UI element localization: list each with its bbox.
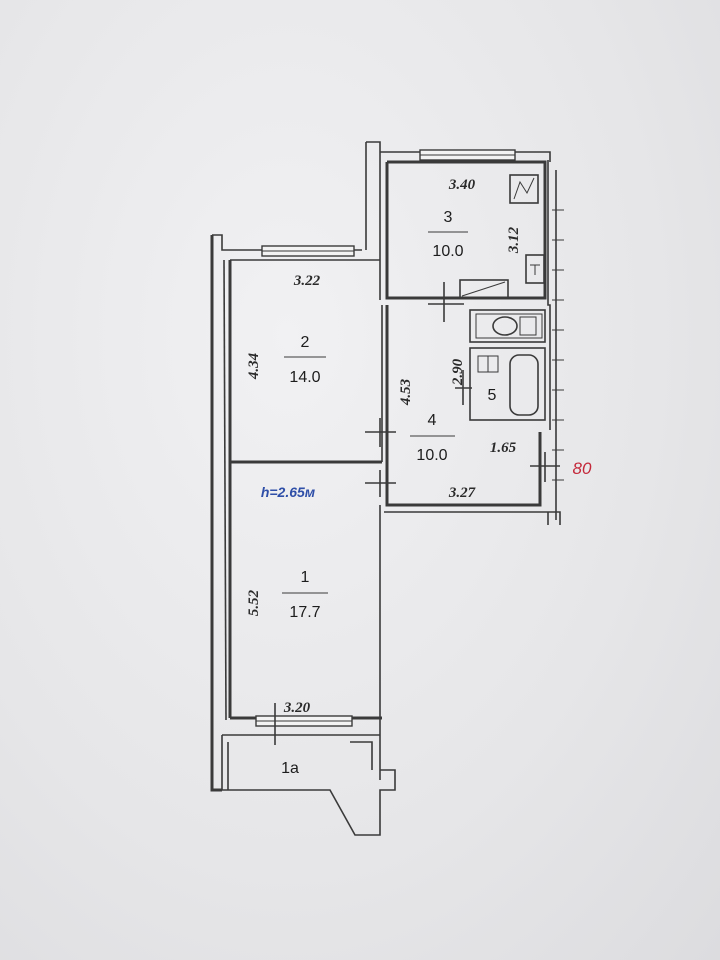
room1-width-dim: 3.20 (283, 700, 311, 716)
room2-area: 14.0 (289, 369, 320, 386)
room4-height-dim: 4.53 (398, 378, 414, 406)
room1-height-dim: 5.52 (246, 589, 262, 616)
room3-width-dim: 3.40 (448, 177, 476, 193)
dimension-labels: 3.40 3.12 3.22 4.34 4.53 2.90 1.65 3.27 … (246, 177, 522, 716)
bathroom-fixtures (469, 309, 546, 421)
room4-width-dim: 3.27 (448, 485, 476, 501)
room1-number: 1 (301, 569, 310, 586)
ceiling-height-label: h=2.65м (261, 484, 316, 500)
room3-area: 10.0 (432, 243, 463, 260)
room2-height-dim: 4.34 (246, 352, 262, 380)
room4-extra-dim: 1.65 (490, 440, 517, 456)
room5-height-dim: 2.90 (450, 358, 466, 386)
room3-height-dim: 3.12 (506, 226, 522, 254)
vent-shaft (459, 279, 509, 299)
door-marks (274, 282, 560, 745)
balcony-label: 1a (281, 760, 299, 777)
kitchen-fixtures (459, 174, 545, 299)
sink-icon (525, 254, 545, 284)
room4-area: 10.0 (416, 447, 447, 464)
toilet-room (469, 309, 546, 343)
apartment-number: 80 (573, 459, 592, 478)
room2-number: 2 (301, 334, 310, 351)
bath-room (469, 347, 546, 421)
stove-icon (509, 174, 539, 204)
room3-number: 3 (444, 209, 453, 226)
room5-number: 5 (488, 387, 497, 404)
room2-width-dim: 3.22 (293, 273, 321, 289)
room4-number: 4 (428, 412, 437, 429)
toilet-icon (492, 316, 518, 336)
windows (255, 149, 516, 727)
bathtub-icon (509, 354, 539, 416)
room1-area: 17.7 (289, 604, 320, 621)
room-labels: 3 10.0 2 14.0 4 10.0 5 1 17.7 1a (281, 209, 496, 777)
